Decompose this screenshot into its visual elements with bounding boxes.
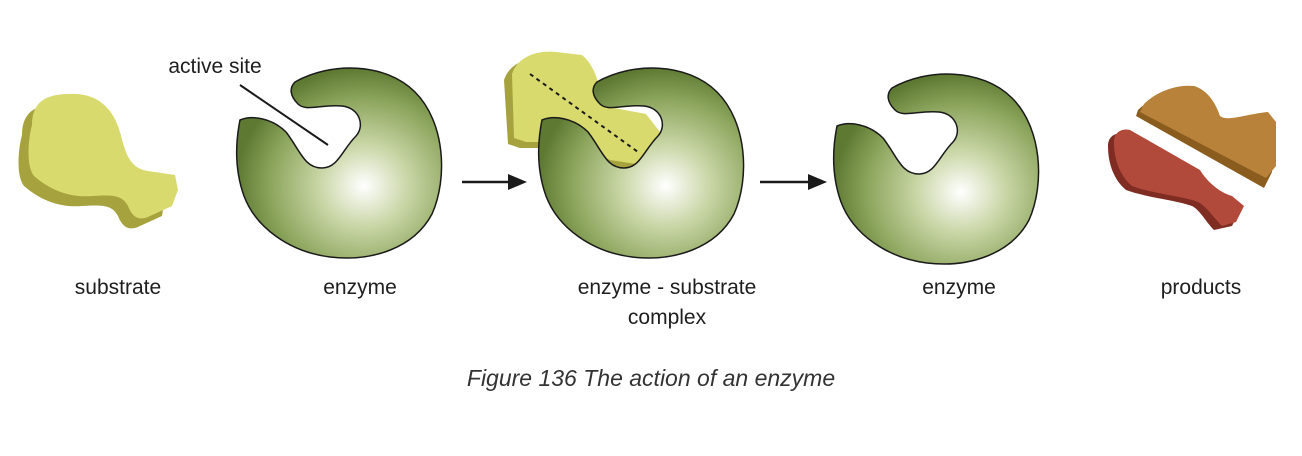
- enzyme-label-2: enzyme: [922, 276, 996, 299]
- substrate-bond-line: [529, 73, 639, 153]
- reaction-arrow-1: [462, 174, 527, 190]
- products-label: products: [1160, 276, 1242, 299]
- enzyme-substrate-complex: [504, 51, 745, 259]
- product-a-shape: [1136, 85, 1276, 188]
- substrate-label: substrate: [74, 276, 162, 299]
- product-b-shape: [1108, 129, 1244, 230]
- active-site-pointer: [239, 84, 329, 146]
- reaction-arrow-2: [760, 174, 827, 190]
- enzyme-shape-1: [235, 67, 443, 259]
- enzyme-shape-2: [832, 73, 1040, 265]
- complex-label-line2: complex: [627, 306, 707, 329]
- enzyme-label-1: enzyme: [323, 276, 397, 299]
- substrate-shape: [18, 93, 178, 229]
- complex-label-line1: enzyme - substrate: [577, 276, 757, 299]
- figure-caption: Figure 136 The action of an enzyme: [466, 365, 836, 391]
- active-site-label: active site: [168, 55, 262, 78]
